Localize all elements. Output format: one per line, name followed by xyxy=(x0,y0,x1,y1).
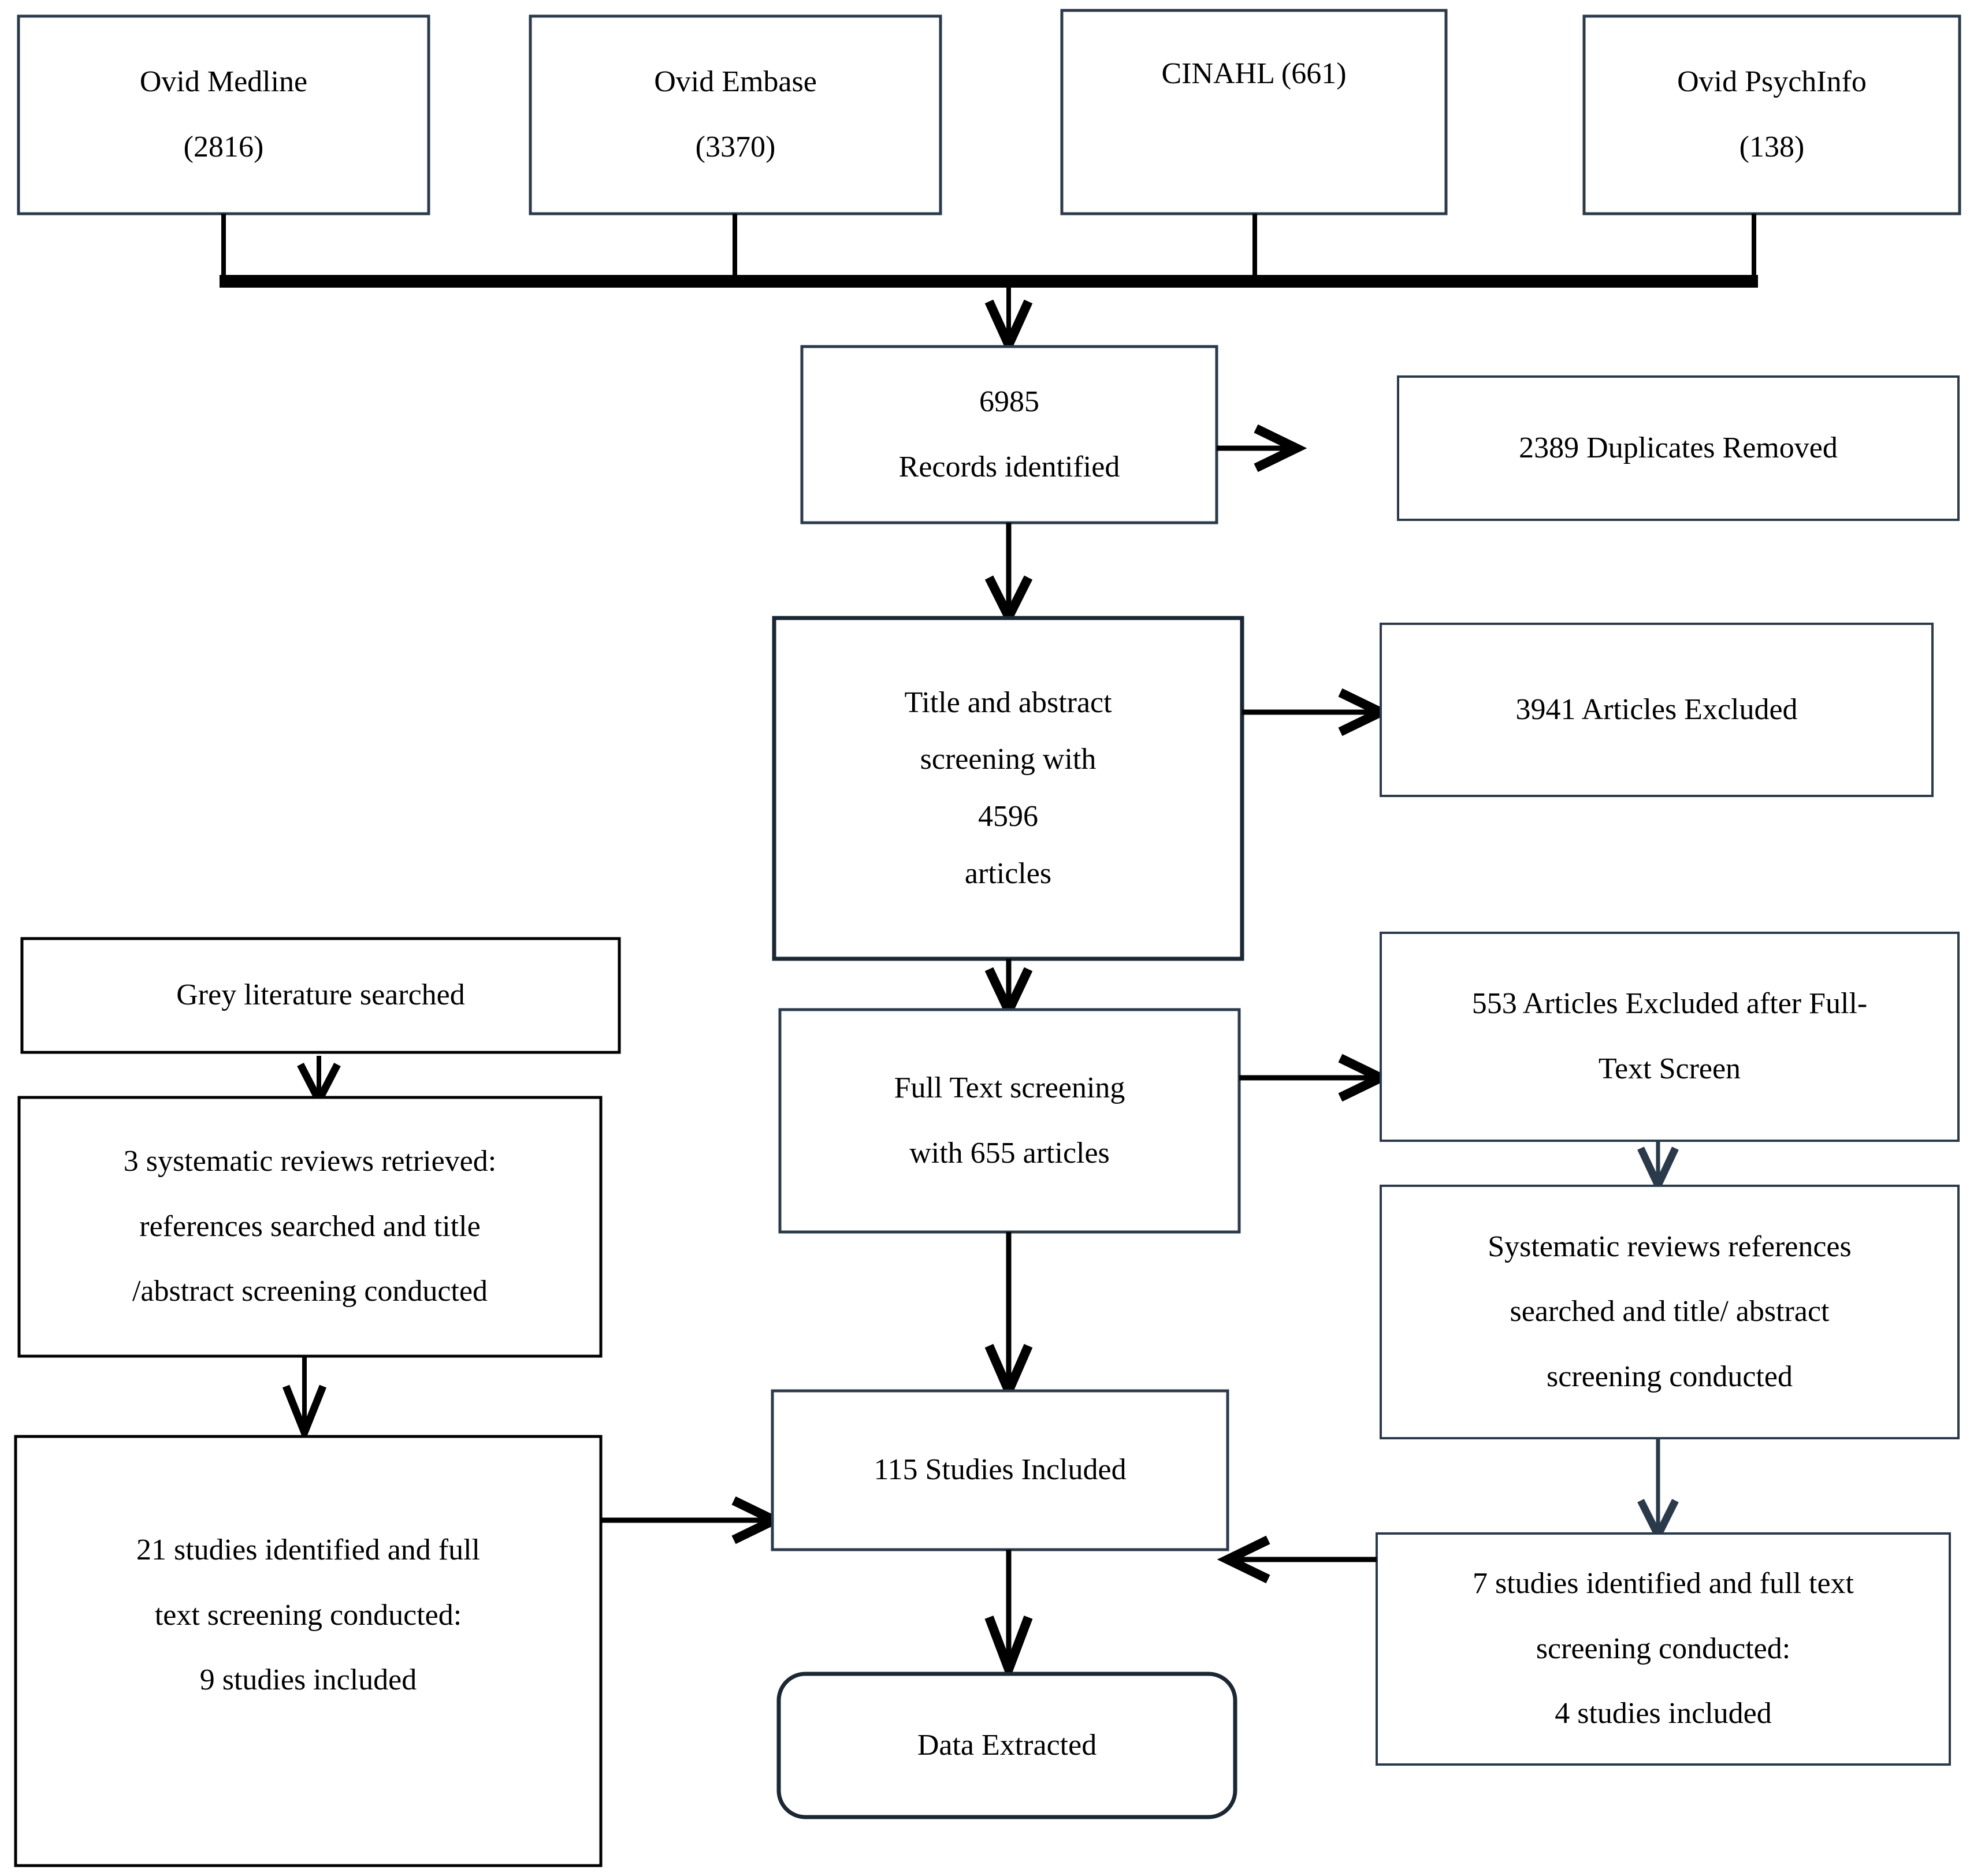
box-sr-references[interactable] xyxy=(1380,1185,1960,1439)
arrowhead-systematic-reviews-to-studies xyxy=(282,1384,327,1443)
box-articles-excluded[interactable] xyxy=(1380,623,1934,797)
box-studies-included[interactable] xyxy=(771,1389,1229,1551)
box-full-text-screening[interactable] xyxy=(778,1008,1241,1234)
arrowhead-to-duplicates-removed xyxy=(1254,424,1307,472)
box-systematic-reviews-retrieved[interactable] xyxy=(17,1096,603,1358)
box-grey-studies-identified[interactable] xyxy=(14,1435,603,1867)
box-ovid-medline[interactable] xyxy=(17,14,430,215)
arrowhead-to-studies-included-right xyxy=(1217,1535,1270,1584)
box-duplicates-removed[interactable] xyxy=(1397,375,1960,521)
box-records-identified[interactable] xyxy=(800,345,1218,524)
box-sr-studies-identified[interactable] xyxy=(1376,1532,1951,1766)
box-ovid-psychinfo[interactable] xyxy=(1582,14,1961,215)
box-title-abstract-screening[interactable] xyxy=(772,616,1244,961)
box-cinahl[interactable] xyxy=(1060,9,1448,215)
box-data-extracted[interactable] xyxy=(776,1672,1237,1819)
box-grey-literature[interactable] xyxy=(20,937,621,1054)
box-ovid-embase[interactable] xyxy=(529,14,942,215)
arrowhead-to-records-identified xyxy=(984,299,1033,356)
arrowhead-to-data-extracted xyxy=(984,1616,1033,1683)
box-full-text-excluded[interactable] xyxy=(1380,932,1960,1142)
